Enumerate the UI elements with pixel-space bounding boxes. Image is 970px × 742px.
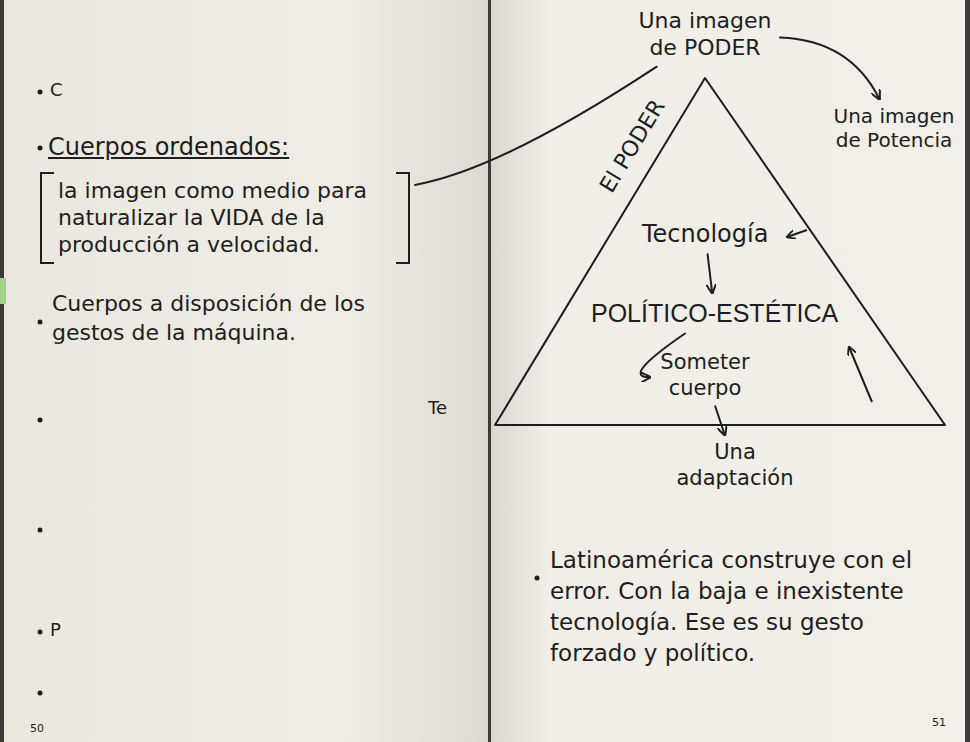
node-text: Una adaptación bbox=[670, 440, 800, 491]
margin-mark: Te bbox=[428, 396, 447, 419]
notebook-page bbox=[4, 0, 488, 742]
sketch-connector bbox=[780, 38, 879, 100]
node-text: la imagen como medio para naturalizar la… bbox=[58, 178, 392, 258]
sketch-connector bbox=[708, 254, 713, 293]
sketch-arrow bbox=[787, 230, 807, 237]
note-text: Una imagen de Potencia bbox=[831, 104, 957, 153]
sketch-connector bbox=[715, 406, 725, 435]
bracket-tick bbox=[396, 172, 408, 174]
bracket-note: la imagen como medio para naturalizar la… bbox=[40, 172, 410, 264]
page-number: 51 bbox=[932, 716, 946, 730]
concept-text: Someter cuerpo bbox=[655, 350, 755, 401]
note-text: Una adaptación bbox=[670, 440, 800, 491]
concept-text: Tecnología bbox=[642, 220, 768, 249]
bullet-dots bbox=[38, 90, 540, 696]
sketch-arrow bbox=[849, 347, 872, 402]
bullet-letter: P bbox=[50, 618, 61, 641]
node-text: Someter cuerpo bbox=[655, 350, 755, 401]
heading-note: Cuerpos ordenados: bbox=[48, 132, 289, 163]
page-number: 50 bbox=[30, 722, 44, 736]
node-text: Una imagen de PODER bbox=[635, 8, 775, 62]
node-text: Una imagen de Potencia bbox=[831, 104, 957, 153]
concept-text: POLÍTICO-ESTÉTICA bbox=[591, 298, 838, 329]
node-text: Tecnología bbox=[642, 220, 768, 249]
bullet-letter: C bbox=[50, 78, 63, 101]
bracket-tick bbox=[42, 172, 54, 174]
bracket-tick bbox=[42, 262, 54, 264]
node-text: POLÍTICO-ESTÉTICA bbox=[591, 298, 838, 329]
page-tab bbox=[0, 278, 6, 304]
note-text: Una imagen de PODER bbox=[635, 8, 775, 62]
bracket-tick bbox=[396, 262, 408, 264]
note-text: Latinoamérica construye con el error. Co… bbox=[550, 545, 950, 669]
note-text: Cuerpos a disposición de los gestos de l… bbox=[52, 290, 412, 347]
